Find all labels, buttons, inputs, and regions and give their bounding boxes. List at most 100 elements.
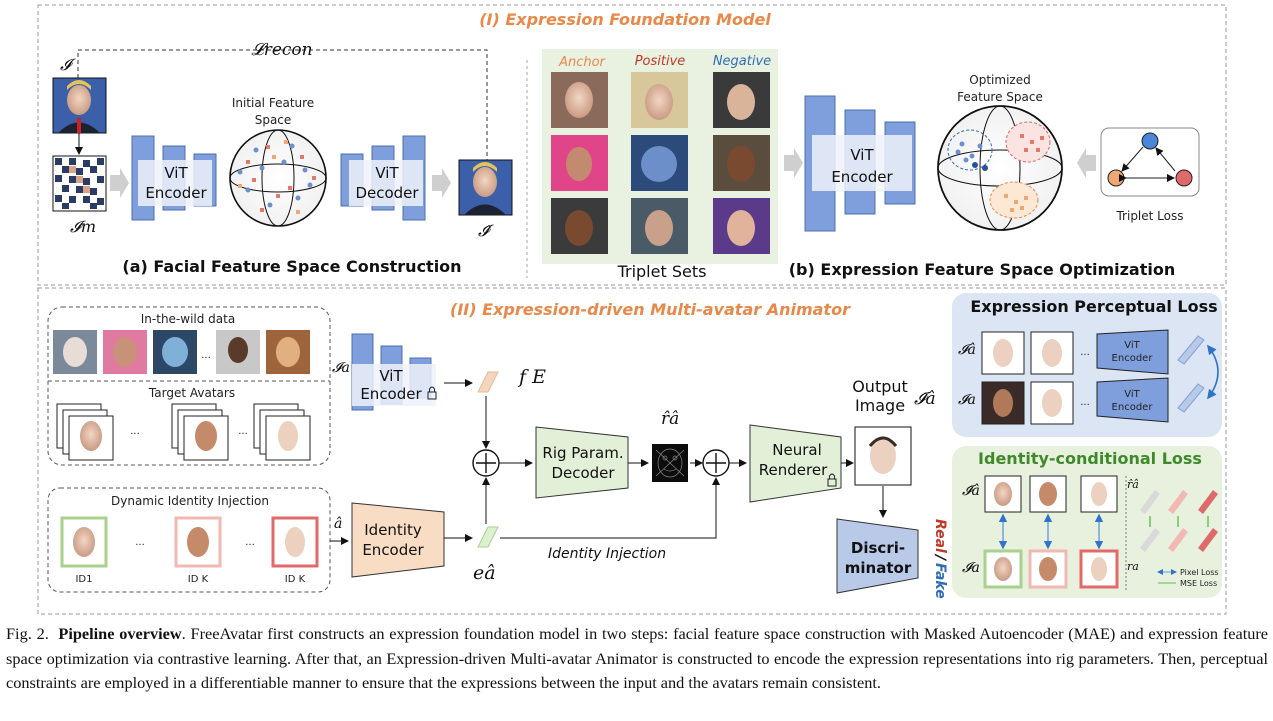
- discriminator: Discri- minator: [836, 518, 919, 594]
- id-label-3: ID K: [285, 574, 306, 585]
- svg-text:Encoder: Encoder: [145, 184, 207, 202]
- fusion-node-1: [472, 449, 500, 477]
- svg-text:Decoder: Decoder: [355, 184, 419, 202]
- chevron-arrow-4: [1077, 148, 1096, 178]
- svg-text:Rig Param.: Rig Param.: [542, 444, 623, 462]
- svg-text:Encoder: Encoder: [360, 385, 422, 403]
- identity-row2-symbol: 𝓘a: [962, 560, 980, 576]
- vit-encoder-a: ViT Encoder: [131, 135, 217, 221]
- id-label-2: ID K: [188, 574, 209, 585]
- output-image-label-1: Output: [852, 377, 908, 396]
- identity-avatars: [60, 516, 319, 568]
- real-fake-label: Real / Fake: [932, 519, 948, 599]
- svg-text:Fake: Fake: [932, 563, 948, 599]
- identity-ellipsis-2: ...: [245, 537, 255, 548]
- output-avatar-image: [854, 426, 912, 486]
- svg-text:ViT: ViT: [375, 164, 399, 182]
- chevron-arrow-3: [784, 148, 803, 178]
- caption-label: Fig. 2.: [6, 624, 49, 643]
- caption-a: (a) Facial Feature Space Construction: [122, 257, 461, 276]
- vit-encoder-b: ViT Encoder: [804, 95, 916, 232]
- identity-loss-title: Identity-conditional Loss: [978, 449, 1202, 468]
- svg-text:ViT: ViT: [850, 146, 874, 164]
- svg-text:minator: minator: [845, 559, 912, 577]
- avatar-ellipsis-1: ...: [130, 426, 140, 437]
- header-positive: Positive: [635, 54, 686, 69]
- legend-mse-loss: MSE Loss: [1180, 579, 1217, 588]
- rig-param-symbol: r̂â: [661, 409, 679, 429]
- identity-loss-faces: [983, 475, 1119, 589]
- svg-text:ViT: ViT: [1124, 340, 1140, 351]
- animator-input-symbol: 𝓘a: [332, 360, 350, 376]
- section-foundation-frame: [37, 4, 1227, 286]
- fe-symbol: f E: [517, 366, 546, 388]
- recon-loss-symbol: 𝓛recon: [251, 40, 312, 60]
- target-avatars-label: Target Avatars: [148, 386, 235, 400]
- identity-injection-arrow: [500, 477, 720, 539]
- identity-injection-box: [47, 487, 331, 593]
- fe-feature-token: [477, 371, 499, 393]
- vit-decoder: ViT Decoder: [340, 135, 426, 221]
- rig-param-decoder: Rig Param. Decoder: [535, 426, 629, 499]
- perceptual-loss-title: Expression Perceptual Loss: [970, 297, 1217, 316]
- svg-text:Identity: Identity: [364, 521, 422, 539]
- initial-feature-sphere: [229, 129, 327, 227]
- a-hat-symbol: â: [334, 516, 342, 532]
- svg-text:Encoder: Encoder: [1112, 402, 1154, 413]
- data-sources-box: [47, 306, 331, 466]
- vit-encoder-animator: ViT Encoder: [351, 333, 437, 411]
- wild-ellipsis: ...: [201, 350, 211, 361]
- chevron-arrow-2: [432, 168, 451, 198]
- fusion-node-2: [702, 449, 730, 477]
- pixel-loss-arrows: [998, 513, 1104, 550]
- identity-r-hat-symbol: r̂â: [1127, 478, 1139, 491]
- perceptual-encoder-1: ViT Encoder: [1096, 329, 1169, 375]
- recon-loss-arrow: [74, 49, 488, 160]
- identity-injection-label: Identity Injection: [548, 546, 666, 562]
- loss-legend: Pixel Loss MSE Loss: [1157, 568, 1219, 588]
- svg-text:Discri-: Discri-: [851, 539, 905, 557]
- svg-text:ViT: ViT: [1124, 389, 1140, 400]
- masked-symbol: 𝓘m: [70, 217, 96, 236]
- input-photo: [52, 77, 107, 134]
- svg-text:Encoder: Encoder: [1112, 353, 1154, 364]
- triplet-photo-grid: [551, 72, 770, 254]
- perceptual-encoder-2: ViT Encoder: [1096, 377, 1169, 423]
- input-symbol: 𝓘: [60, 55, 76, 74]
- e-symbol: eâ: [473, 562, 496, 584]
- svg-text:Real: Real: [932, 519, 948, 553]
- target-avatar-stacks: [56, 403, 311, 461]
- caption-bold: Pipeline overview: [58, 624, 182, 643]
- svg-text:Decoder: Decoder: [551, 464, 615, 482]
- legend-pixel-loss: Pixel Loss: [1180, 568, 1219, 577]
- rig-param-map: [652, 444, 688, 482]
- optimized-space-label-2: Feature Space: [957, 90, 1043, 104]
- output-symbol: 𝓘̂: [478, 221, 494, 240]
- identity-row1-symbol: 𝓘̂â: [962, 483, 980, 499]
- figure-caption: Fig. 2. Pipeline overview. FreeAvatar fi…: [6, 622, 1268, 696]
- perceptual-row1-symbol: 𝓘â: [958, 342, 976, 358]
- svg-text:Encoder: Encoder: [831, 168, 893, 186]
- initial-space-label-2: Space: [255, 113, 292, 127]
- perceptual-ellipsis-2: ...: [1080, 397, 1090, 408]
- mse-loss-arrows: [1149, 516, 1209, 527]
- reconstructed-photo: [458, 159, 513, 216]
- svg-text:Renderer: Renderer: [759, 461, 828, 479]
- section-foundation-title: (I) Expression Foundation Model: [479, 10, 771, 29]
- dynamic-identity-label: Dynamic Identity Injection: [111, 494, 269, 508]
- id-label-1: ID1: [75, 574, 92, 585]
- header-anchor: Anchor: [558, 55, 606, 70]
- svg-text:Encoder: Encoder: [362, 541, 424, 559]
- optimized-space-label-1: Optimized: [969, 73, 1030, 87]
- in-the-wild-label: In-the-wild data: [141, 312, 235, 326]
- svg-text:ViT: ViT: [379, 367, 403, 385]
- neural-renderer: Neural Renderer: [749, 424, 842, 503]
- triplet-loss-label: Triplet Loss: [1115, 209, 1183, 223]
- caption-b: (b) Expression Feature Space Optimizatio…: [789, 260, 1176, 279]
- avatar-ellipsis-2: ...: [238, 426, 248, 437]
- chevron-arrow-1: [110, 168, 129, 198]
- output-image-symbol: 𝓘̂â: [914, 389, 936, 409]
- caption-text: . FreeAvatar first constructs an express…: [6, 624, 1269, 692]
- in-the-wild-photos: [53, 330, 310, 374]
- initial-space-label-1: Initial Feature: [232, 96, 314, 110]
